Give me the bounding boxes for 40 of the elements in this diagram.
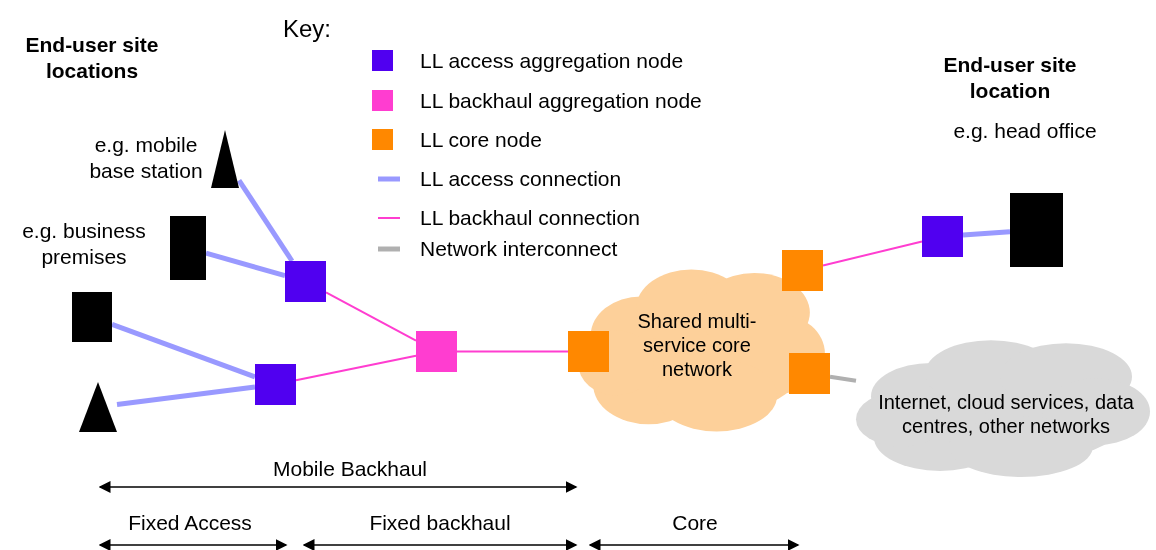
- connection-line: [205, 250, 286, 279]
- connection-line: [236, 178, 295, 263]
- segment-label: Fixed Access: [127, 510, 253, 536]
- key-heading: Key:: [283, 14, 333, 44]
- site-caption: e.g. head office: [952, 118, 1098, 144]
- legend-label: LL access aggregation node: [420, 48, 684, 74]
- site-heading: End-user site locations: [24, 32, 160, 85]
- segment-label: Fixed backhaul: [368, 510, 512, 536]
- square-node: [285, 261, 326, 302]
- legend-label: Network interconnect: [420, 236, 618, 262]
- square-node: [922, 216, 963, 257]
- legend-label: LL access connection: [420, 166, 622, 192]
- triangle-marker: [79, 382, 117, 432]
- connection-line: [116, 384, 256, 408]
- cloud-label: Shared multi-service core network: [636, 309, 758, 381]
- cloud-label: Internet, cloud services, data centres, other networks: [877, 390, 1135, 438]
- segment-label: Core: [671, 510, 719, 536]
- connection-line: [295, 354, 417, 382]
- connection-line: [456, 350, 569, 353]
- site-caption: e.g. mobile base station: [88, 132, 204, 185]
- triangle-marker: [211, 130, 239, 188]
- connection-line: [829, 374, 857, 383]
- square-node: [416, 331, 457, 372]
- connection-line: [822, 240, 923, 267]
- square-node: [782, 250, 823, 291]
- square-node: [170, 216, 206, 280]
- legend-label: LL backhaul aggregation node: [420, 88, 702, 114]
- connection-line: [111, 322, 256, 380]
- site-heading: End-user site location: [942, 52, 1078, 105]
- connection-line: [325, 291, 417, 342]
- connection-line: [962, 229, 1011, 238]
- square-node: [72, 292, 112, 342]
- site-caption: e.g. business premises: [21, 218, 147, 271]
- square-node: [568, 331, 609, 372]
- legend-label: LL core node: [420, 127, 542, 153]
- legend-label: LL backhaul connection: [420, 205, 640, 231]
- square-node: [255, 364, 296, 405]
- square-node: [1010, 193, 1063, 267]
- segment-label: Mobile Backhaul: [271, 456, 429, 482]
- square-node: [789, 353, 830, 394]
